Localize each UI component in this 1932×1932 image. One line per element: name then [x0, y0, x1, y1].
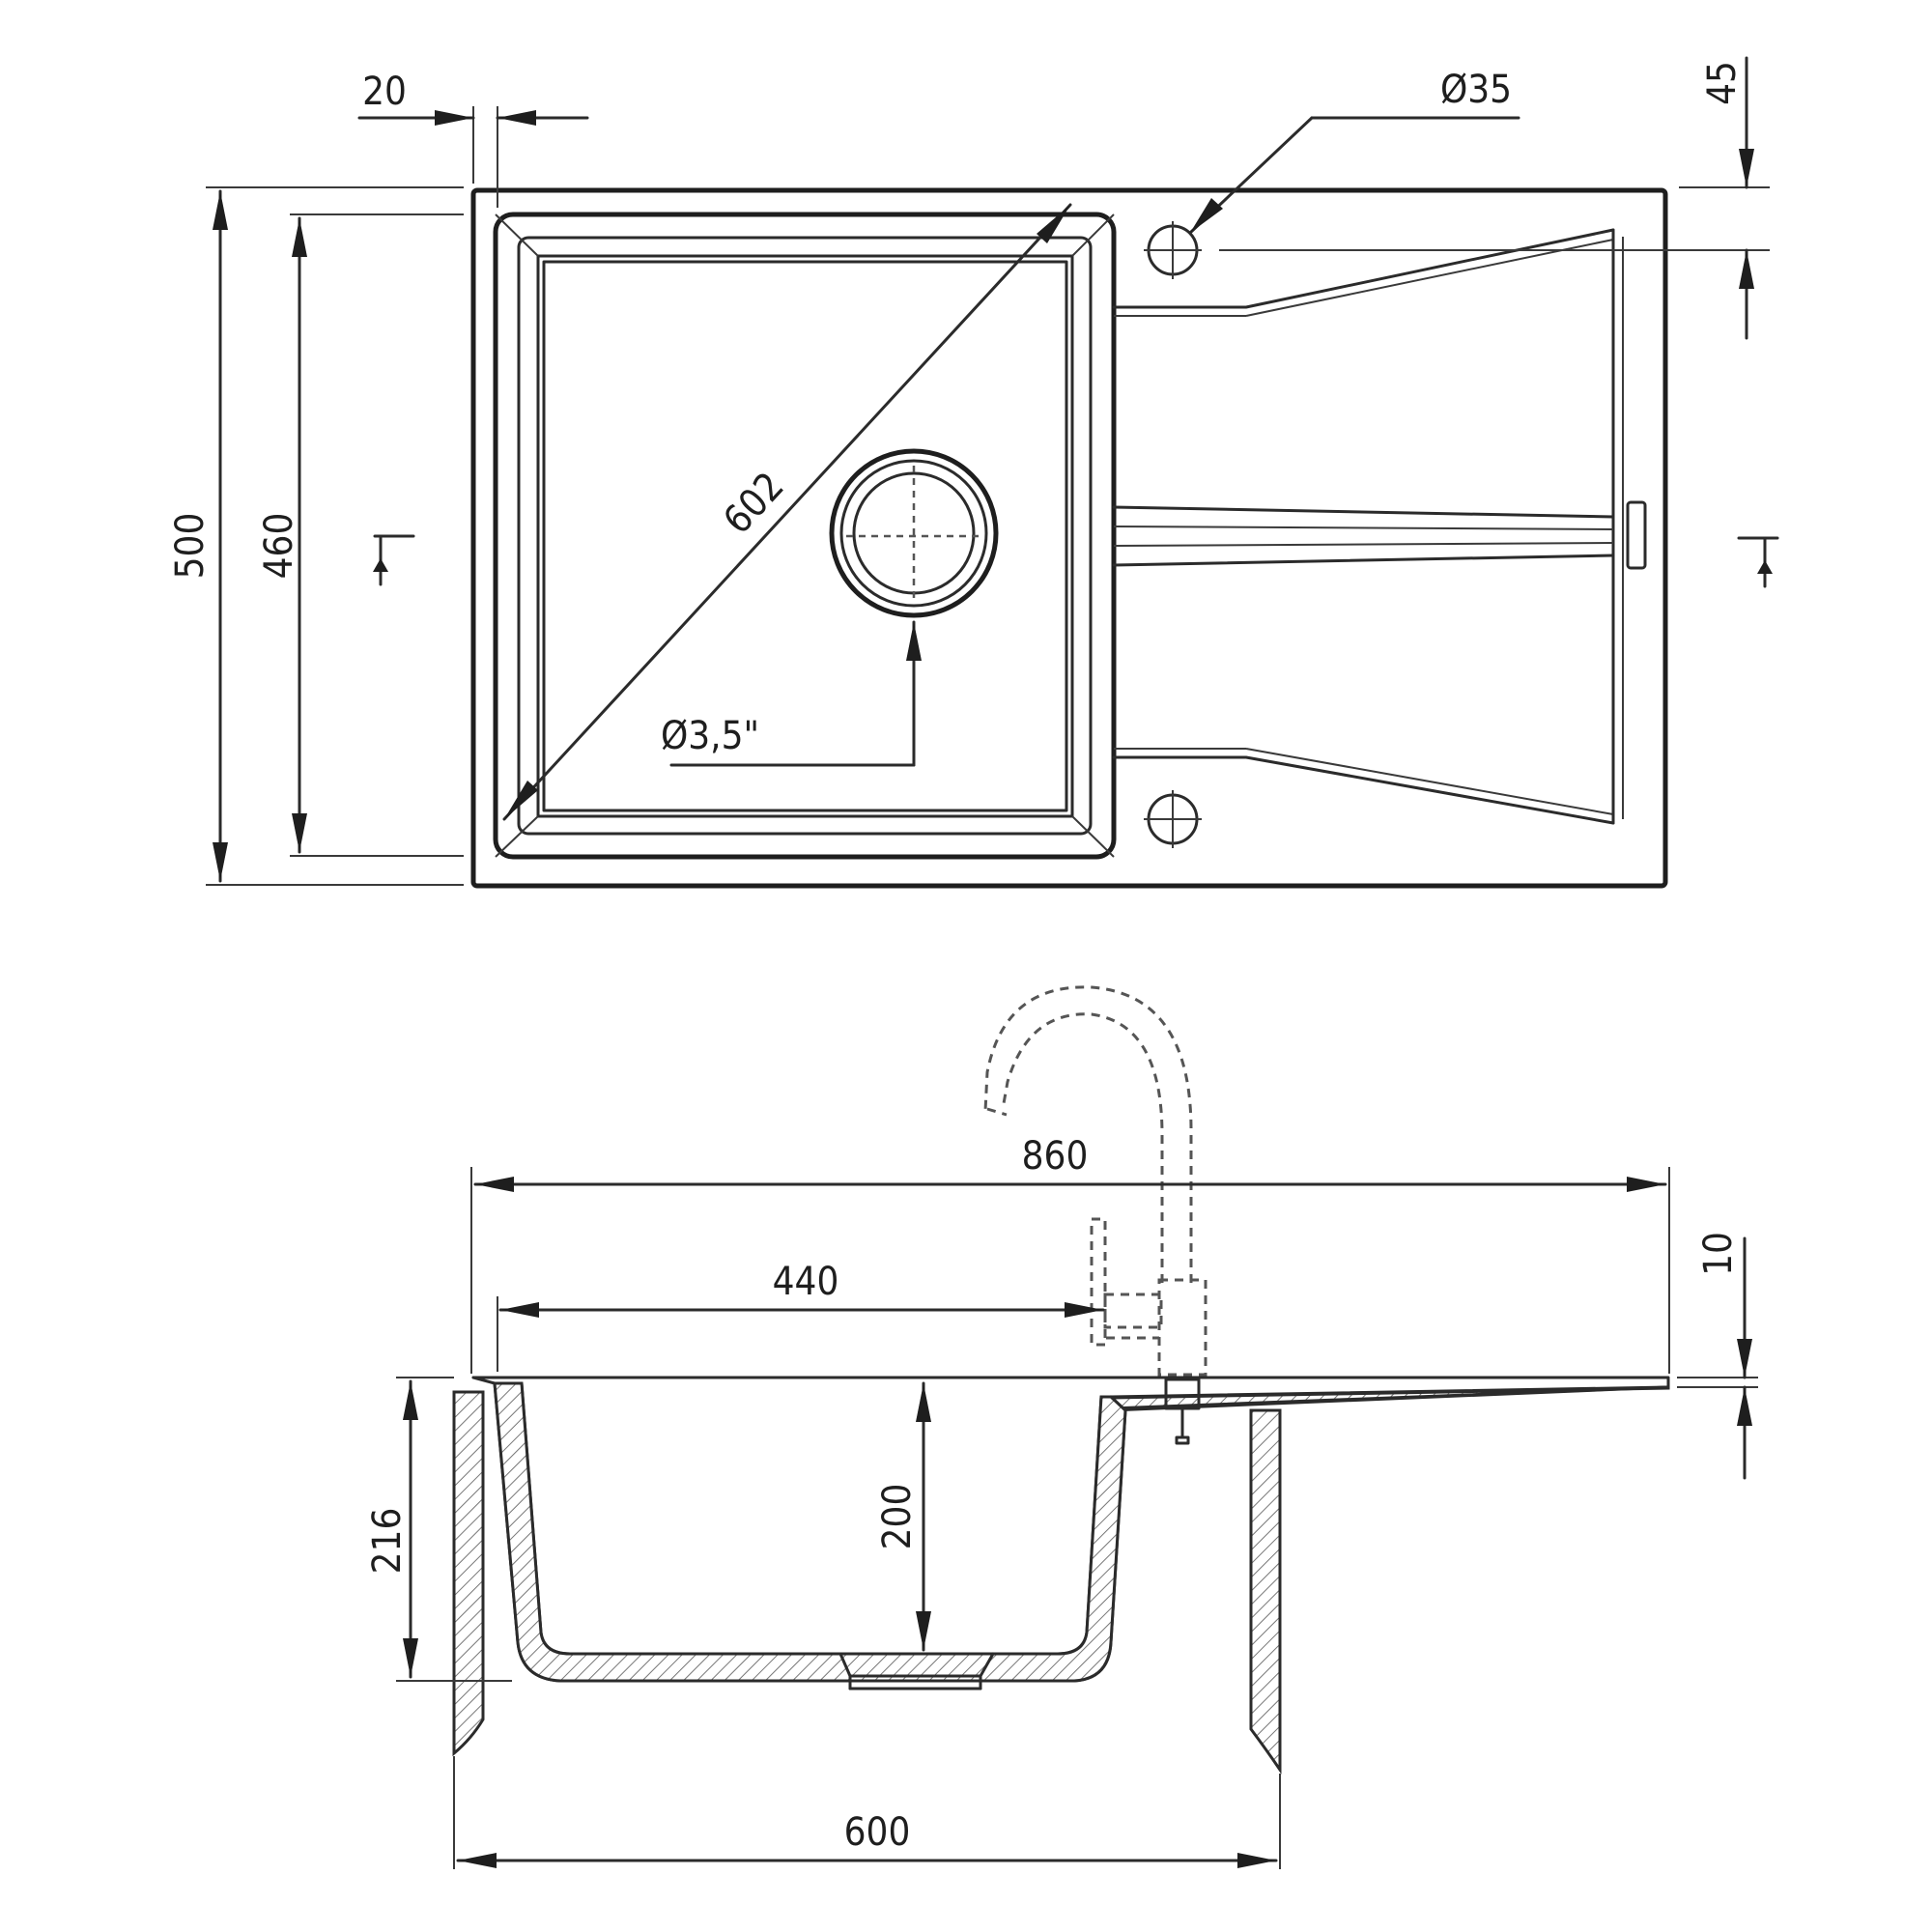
dimension-bowl-depth: 460 — [257, 213, 464, 857]
dimension-label: 460 — [257, 513, 301, 580]
dimension-label: 20 — [362, 70, 407, 114]
section-marker-left — [373, 534, 415, 586]
dimension-cabinet-width: 600 — [453, 1756, 1281, 1869]
sink-outline — [470, 187, 1668, 889]
dimension-label: Ø3,5" — [661, 714, 759, 758]
dimension-label: Ø35 — [1440, 68, 1512, 112]
dimension-label: 860 — [1022, 1134, 1089, 1179]
bowl-section — [493, 1381, 1127, 1690]
dimension-label: 216 — [365, 1508, 410, 1575]
section-marker-right — [1737, 536, 1779, 588]
dimension-label: 45 — [1700, 61, 1745, 105]
bowl-outer-rim — [493, 212, 1117, 860]
dimension-label: 200 — [875, 1484, 920, 1550]
dimension-bowl-diagonal: 602 — [502, 203, 1072, 821]
cabinet-wall-left — [452, 1390, 485, 1757]
dimension-label: 602 — [715, 464, 792, 543]
dimension-bowl-width: 440 — [497, 1260, 1105, 1372]
dimension-bowl-inner-depth: 200 — [875, 1381, 931, 1652]
dimension-overall-height: 216 — [365, 1377, 512, 1682]
dimension-overall-depth: 500 — [168, 186, 464, 886]
drain-icon — [829, 448, 999, 618]
faucet-mount — [1164, 1378, 1201, 1445]
dimension-deck-thickness: 10 — [1677, 1232, 1758, 1480]
dimension-rim-offset: 20 — [357, 70, 589, 208]
drainer-board — [1112, 228, 1647, 825]
dimension-overall-width: 860 — [470, 1134, 1670, 1374]
dimension-label: 600 — [844, 1810, 911, 1855]
top-view: 500 460 20 602 — [168, 56, 1779, 889]
dimension-label: 500 — [168, 513, 213, 580]
faucet-icon — [983, 985, 1208, 1377]
dimension-label: 10 — [1696, 1232, 1741, 1276]
dimension-drain: Ø3,5" — [661, 620, 922, 767]
tap-hole-icon — [1144, 221, 1202, 279]
side-view: 860 440 200 216 — [365, 985, 1758, 1869]
dimension-tap-hole-offset: 45 — [1219, 56, 1770, 340]
dimension-label: 440 — [773, 1260, 839, 1304]
cabinet-wall-right — [1249, 1408, 1282, 1775]
dimension-tap-hole: Ø35 — [1188, 68, 1520, 235]
overflow-hole-icon — [1144, 790, 1202, 848]
sink-deck — [471, 1376, 1670, 1412]
